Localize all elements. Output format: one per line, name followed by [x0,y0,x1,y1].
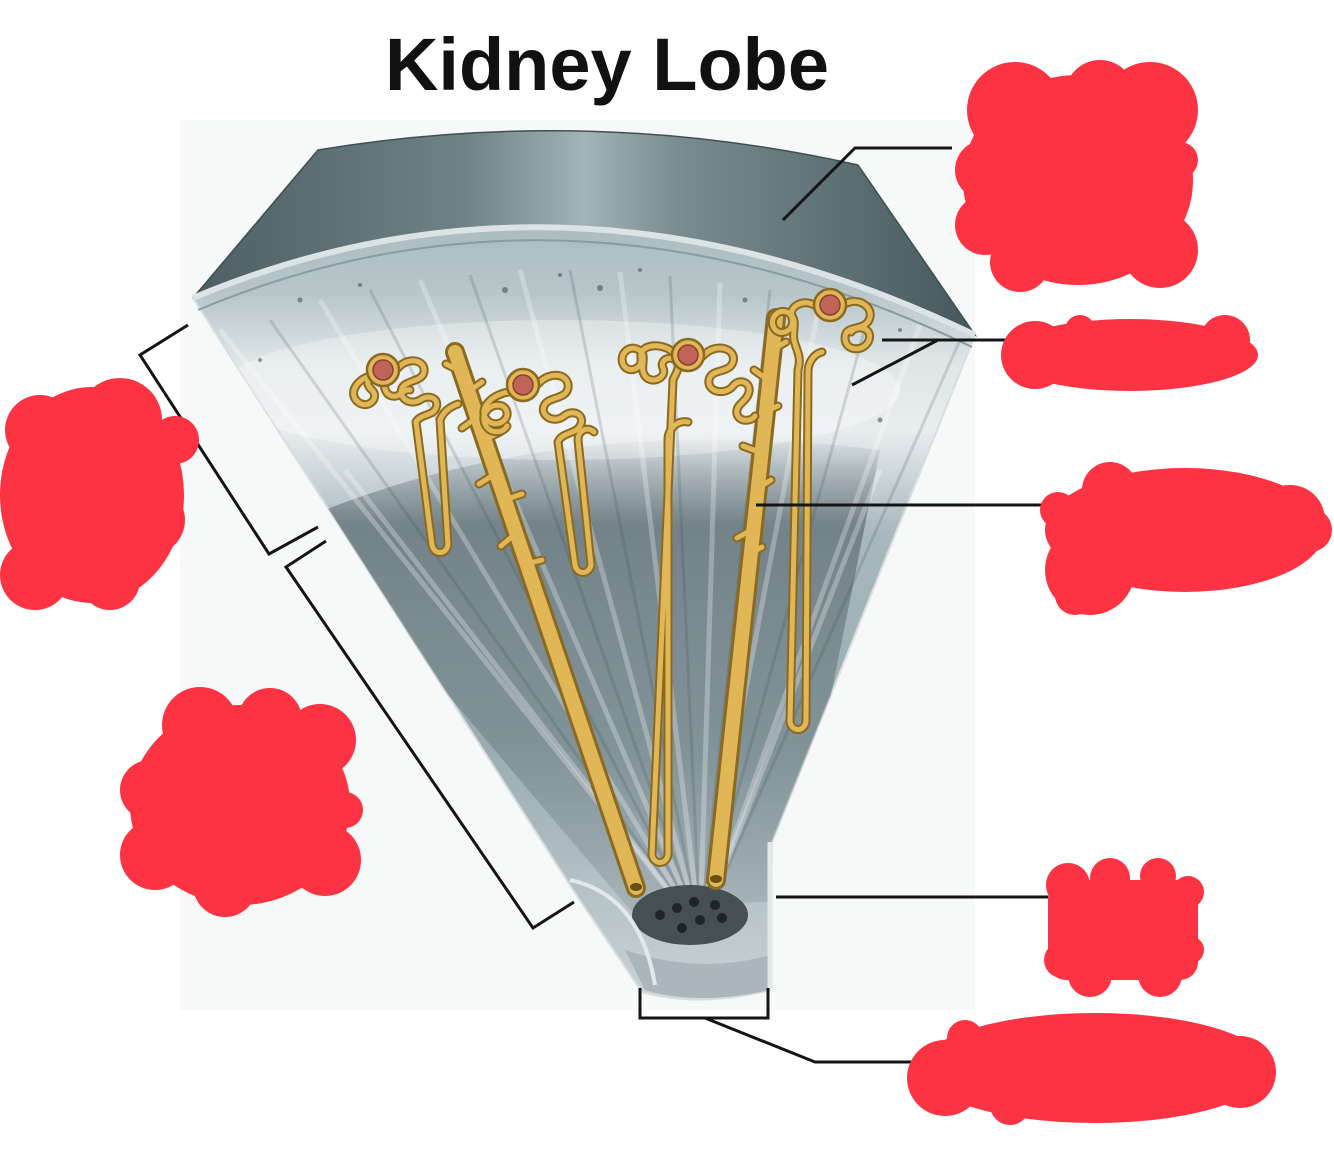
redacted-label-7 [907,1013,1276,1125]
cortex-speckle [597,285,603,291]
redacted-label-4 [0,378,199,610]
cortex-speckle [358,283,362,287]
papillary-duct-opening [689,897,699,907]
cortex-speckle [898,328,902,332]
papillary-duct-opening [717,913,727,923]
cortex-speckle [743,298,748,303]
cortex-speckle [878,418,883,423]
papillary-duct-opening [655,910,665,920]
papillary-duct-opening [672,903,682,913]
cortex-speckle [258,358,262,362]
duct-opening [710,875,722,883]
glomerulus [513,375,533,395]
redacted-label-1 [955,60,1198,292]
diagram-title: Kidney Lobe [385,23,829,106]
leader-line-papilla [705,1018,915,1062]
papillary-duct-opening [695,915,705,925]
cortex-speckle [298,298,303,303]
cortex-speckle [502,287,508,293]
redacted-label-6 [1044,858,1204,997]
redacted-label-2 [1001,315,1258,391]
cortex-speckle [638,268,642,272]
duct-opening [630,883,642,891]
cortex-speckle [558,273,562,277]
redacted-label-3 [1040,462,1332,615]
glomerulus [373,360,393,380]
papillary-duct-opening [677,923,687,933]
glomerulus [678,345,698,365]
redacted-label-5 [120,687,363,917]
glomerulus [820,295,840,315]
papillary-duct-opening [710,900,720,910]
papilla-tip [632,885,748,945]
